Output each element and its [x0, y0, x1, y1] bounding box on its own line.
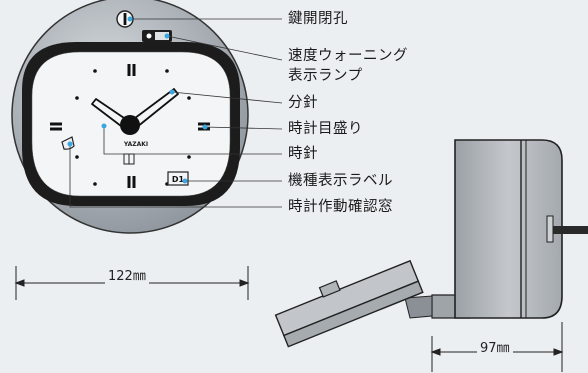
model-badge: D1: [172, 175, 185, 184]
mount-base: [274, 259, 424, 348]
label-warning-lamp-line1: 速度ウォーニング: [288, 48, 408, 64]
clock-front-view: YAZAKI D1: [11, 0, 249, 234]
label-check-window: 時計作動確認窓: [288, 199, 393, 215]
label-warning-lamp-line2: 表示ランプ: [288, 68, 363, 84]
label-minute-hand: 分針: [288, 95, 318, 111]
warning-lamp: [142, 30, 172, 42]
clock-side-view: [274, 139, 588, 348]
label-model-label: 機種表示ラベル: [288, 173, 393, 189]
leader-lines: [69, 18, 283, 208]
hand-hub: [120, 115, 140, 135]
leader-dots: [67, 16, 208, 184]
clock-body-side: [454, 139, 563, 319]
depth-dimension: 97㎜: [477, 337, 513, 356]
dial-scale: [50, 64, 210, 188]
label-key-hole: 鍵開閉孔: [288, 11, 348, 27]
width-dimension: 122㎜: [105, 265, 149, 284]
dial-dots: [75, 69, 191, 186]
cable: [547, 226, 588, 234]
label-hour-hand: 時針: [288, 146, 318, 162]
brand-logo: YAZAKI: [123, 141, 148, 148]
label-dial-scale: 時計目盛り: [288, 121, 363, 137]
